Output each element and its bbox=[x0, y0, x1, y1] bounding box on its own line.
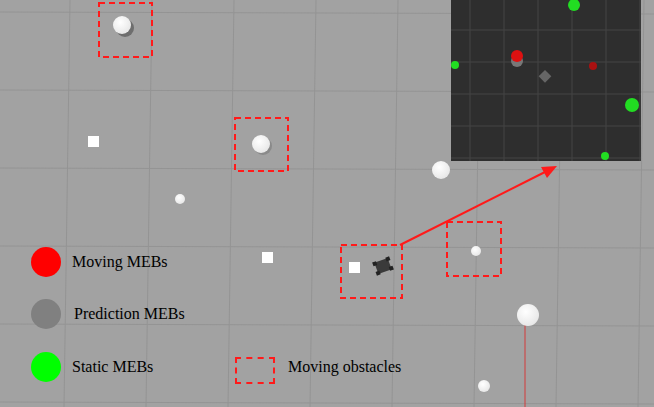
axis-line bbox=[525, 318, 526, 407]
legend-text: Moving MEBs bbox=[72, 254, 168, 270]
legend-text: Prediction MEBs bbox=[74, 306, 185, 322]
legend-text: Static MEBs bbox=[72, 359, 153, 375]
legend-text: Moving obstacles bbox=[288, 359, 401, 375]
legend-dashed-box bbox=[235, 357, 275, 384]
zoom-arrow bbox=[400, 166, 557, 245]
inset-view bbox=[451, 0, 641, 161]
legend-swatch bbox=[31, 352, 61, 382]
legend-swatch bbox=[31, 247, 61, 277]
legend-swatch bbox=[31, 299, 61, 329]
